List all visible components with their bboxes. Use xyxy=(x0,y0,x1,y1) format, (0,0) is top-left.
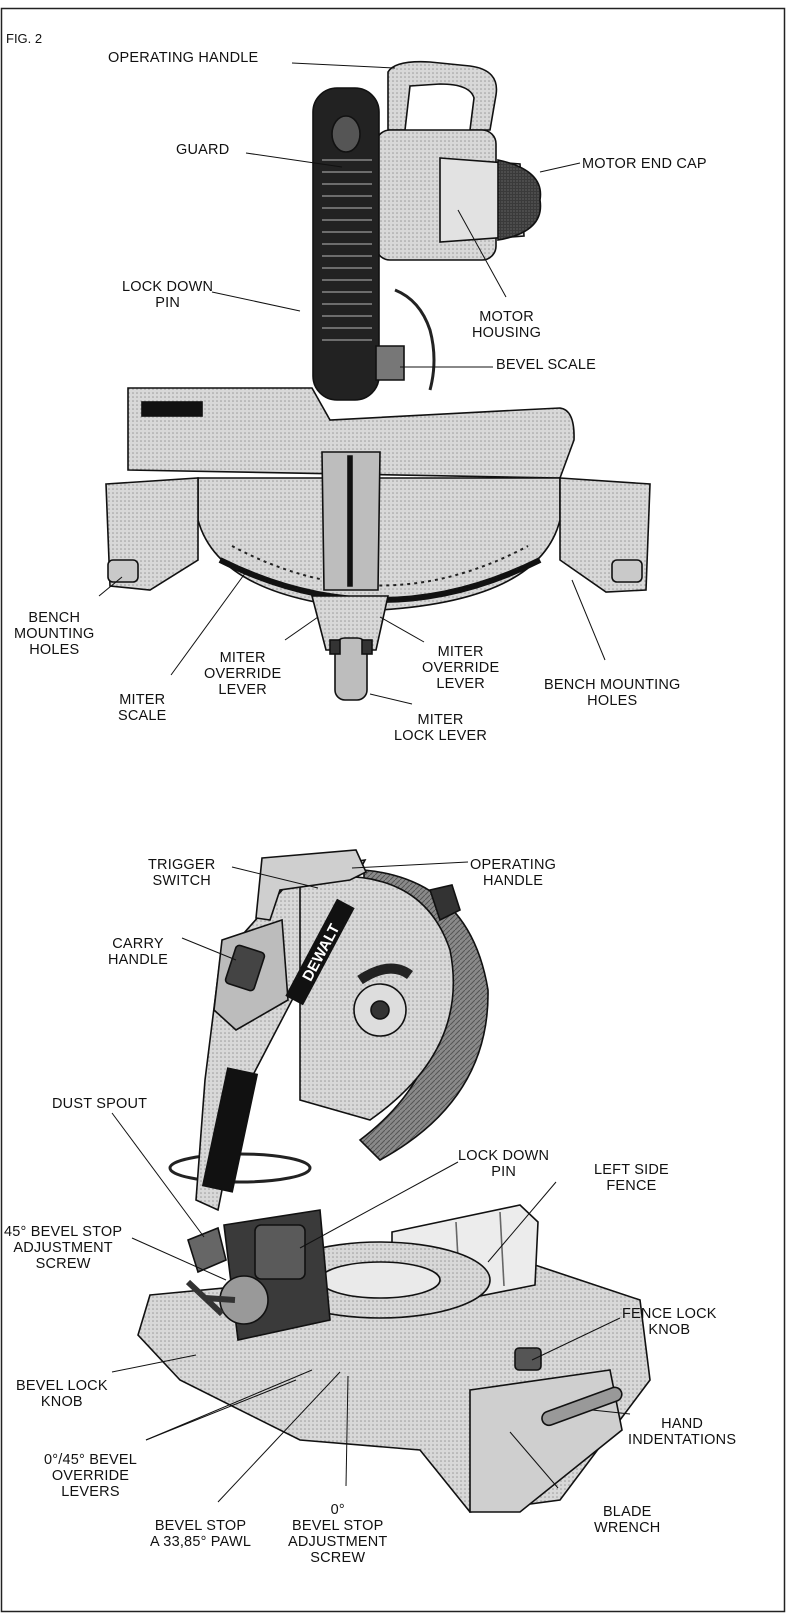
bottom-leader-lines xyxy=(111,861,631,1503)
label-guard: GUARD xyxy=(176,142,230,158)
label-dust-spout: DUST SPOUT xyxy=(52,1096,148,1112)
page-border xyxy=(0,7,786,1613)
top-leader-lines xyxy=(98,62,606,705)
label-motor-end-cap: MOTOR END CAP xyxy=(582,156,707,172)
figure-label: FIG. 2 xyxy=(6,31,43,46)
bottom-saw-drawing xyxy=(137,849,651,1513)
label-bevel-scale: BEVEL SCALE xyxy=(496,357,596,373)
label-operating-handle-top: OPERATING HANDLE xyxy=(108,50,259,66)
top-saw-drawing xyxy=(105,60,651,701)
